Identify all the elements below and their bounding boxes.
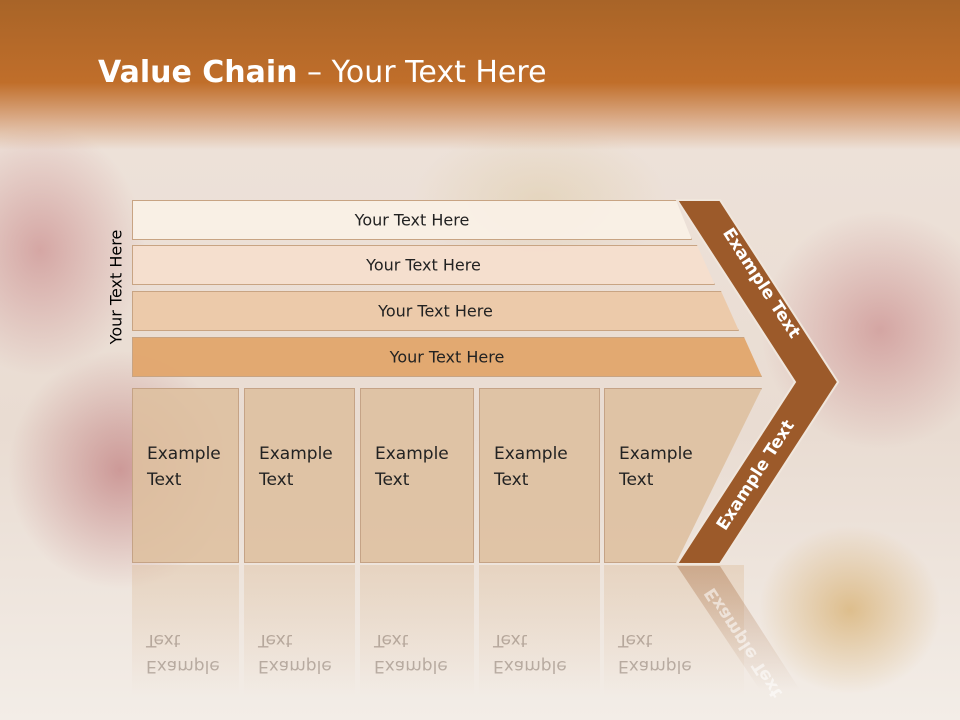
slide-title: Value Chain – Your Text Here [98,55,547,90]
activity-cell-2: Example Text [244,388,355,563]
cell-reflection-4: Example Text [479,565,600,695]
bar-3-label: Your Text Here [378,301,493,321]
bar-4: Your Text Here [132,337,762,377]
bar-2-label: Your Text Here [366,255,481,275]
bar-2: Your Text Here [132,245,715,285]
bar-3: Your Text Here [132,291,739,331]
title-rest: – Your Text Here [297,55,547,90]
activity-cell-1: Example Text [132,388,239,563]
bar-4-label: Your Text Here [389,347,505,367]
title-bold: Value Chain [98,55,298,90]
cell-reflection-1: Example Text [132,565,239,695]
cell-3-label: Example Text [375,444,449,490]
cell-reflection-2: Example Text [244,565,355,695]
cell-5-label: Example Text [619,444,693,490]
cell-reflection-3: Example Text [360,565,474,695]
cell-4-label: Example Text [494,444,568,490]
activity-cell-4: Example Text [479,388,600,563]
bar-1-label: Your Text Here [354,210,470,230]
header-band [0,0,960,150]
activity-cell-3: Example Text [360,388,474,563]
cell-2-label: Example Text [259,444,333,490]
cell-1-label: Example Text [147,444,221,490]
chevron-bottom-label: Example Text [713,417,799,535]
chevron-reflection [677,566,800,690]
chevron-shape [675,199,840,565]
chevron-reflection-label: Example Text [701,584,787,702]
